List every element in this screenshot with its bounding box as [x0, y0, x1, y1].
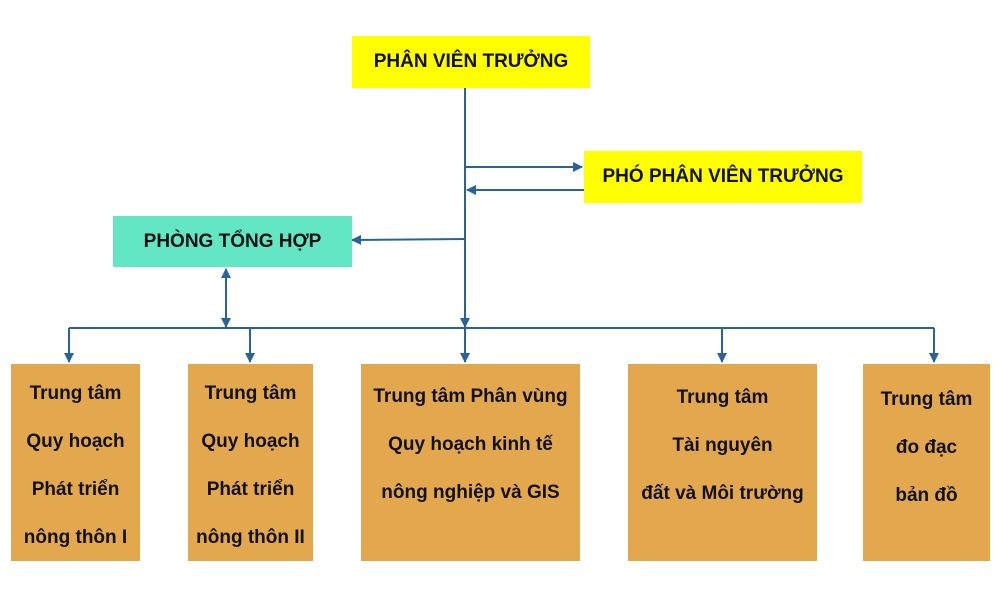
unit-box-3: Trung tâm Phân vùng Quy hoạch kinh tế nô…: [361, 364, 580, 561]
unit-line: Quy hoạch kinh tế: [388, 434, 553, 455]
unit-line: Trung tâm: [204, 383, 297, 404]
to-office-arrow: [351, 234, 466, 245]
unit-line: Tài nguyên: [672, 435, 773, 456]
unit-line: Trung tâm: [29, 383, 122, 404]
unit-box-4: Trung tâm Tài nguyên đất và Môi trường: [628, 364, 817, 561]
unit-line: Quy hoạch: [26, 431, 125, 452]
director-box: PHÂN VIÊN TRƯỞNG: [352, 36, 590, 88]
unit-box-1: Trung tâm Quy hoạch Phát triển nông thôn…: [11, 364, 140, 561]
unit-box-2: Trung tâm Quy hoạch Phát triển nông thôn…: [188, 364, 313, 561]
deputy-box: PHÓ PHÂN VIÊN TRƯỞNG: [584, 151, 862, 203]
unit-line: bản đồ: [895, 485, 958, 506]
office-title: PHÒNG TỔNG HỢP: [143, 230, 322, 252]
unit-line: Trung tâm: [880, 389, 973, 410]
unit-line: Phát triển: [206, 479, 295, 500]
office-box: PHÒNG TỔNG HỢP: [113, 216, 352, 267]
unit-line: nông thôn I: [23, 527, 128, 548]
unit-line: Quy hoạch: [201, 431, 300, 452]
unit-line: đo đạc: [895, 437, 958, 458]
unit-line: Trung tâm Phân vùng: [373, 386, 568, 407]
unit-line: đất và Môi trường: [641, 483, 804, 504]
unit-box-5: Trung tâm đo đạc bản đồ: [863, 364, 990, 561]
unit-line: Phát triển: [31, 479, 120, 500]
director-title: PHÂN VIÊN TRƯỞNG: [373, 51, 569, 72]
deputy-title: PHÓ PHÂN VIÊN TRƯỞNG: [602, 166, 844, 187]
unit-line: nông thôn II: [196, 527, 305, 548]
unit-line: Trung tâm: [676, 387, 769, 408]
unit-line: nông nghiệp và GIS: [381, 482, 560, 503]
